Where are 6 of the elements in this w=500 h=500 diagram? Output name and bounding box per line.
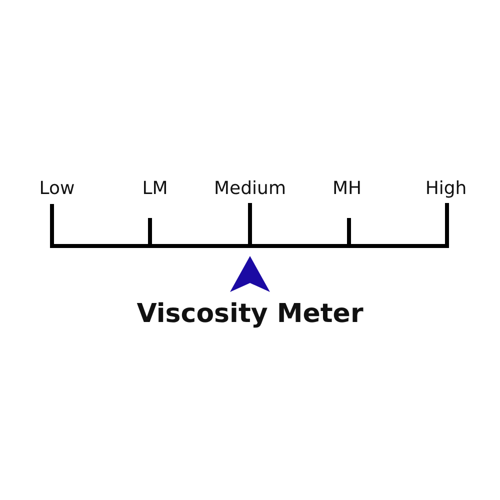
- title: Viscosity Meter: [136, 298, 364, 330]
- tick-label: Low: [39, 178, 75, 200]
- tick-label: MH: [332, 178, 362, 200]
- tick-label: High: [425, 178, 467, 200]
- tick-label: LM: [142, 178, 168, 200]
- tick-label: Medium: [214, 178, 286, 200]
